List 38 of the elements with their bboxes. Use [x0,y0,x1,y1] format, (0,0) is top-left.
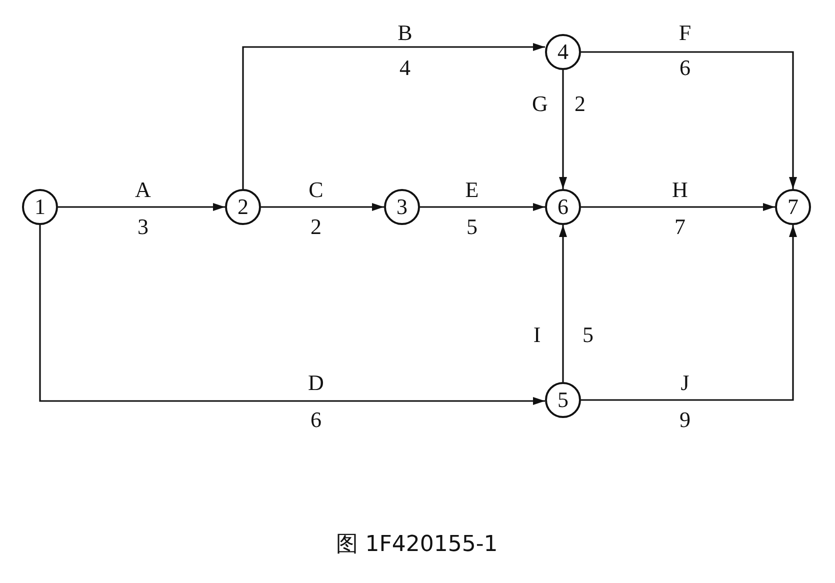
event-circle: 7 [775,189,811,225]
arrow [559,225,567,382]
activity-label: A [135,178,151,202]
activity-label: J [680,371,690,395]
arrow [242,43,545,189]
activity-label: H [672,178,688,202]
duration-label: 6 [310,408,322,432]
duration-label: 6 [680,56,690,80]
arrow [420,203,545,211]
arrow [581,203,775,211]
arrow [559,70,567,189]
activity-label: B [398,21,412,45]
event-circle: 5 [545,382,581,418]
event-circle: 6 [545,189,581,225]
activity-label: G [532,92,548,116]
figure-caption: 图 1F420155-1 [336,533,498,557]
arrow [261,203,384,211]
event-circle: 4 [545,34,581,70]
duration-label: 7 [674,215,686,239]
arrow [581,225,797,401]
event-circle: 2 [225,189,261,225]
duration-label: 4 [400,56,410,80]
activity-label: D [308,371,324,395]
duration-label: 5 [582,323,594,347]
activity-label: I [533,323,541,347]
duration-label: 2 [310,215,322,239]
arrow [58,203,225,211]
duration-label: 3 [138,215,148,239]
activity-label: C [308,178,324,202]
duration-label: 5 [466,215,478,239]
activity-label: F [678,21,692,45]
arrow [581,51,797,189]
event-circle: 3 [384,189,420,225]
activity-label: E [465,178,479,202]
arrow [39,225,545,405]
duration-label: 2 [574,92,586,116]
duration-label: 9 [680,408,690,432]
event-circle: 1 [22,189,58,225]
